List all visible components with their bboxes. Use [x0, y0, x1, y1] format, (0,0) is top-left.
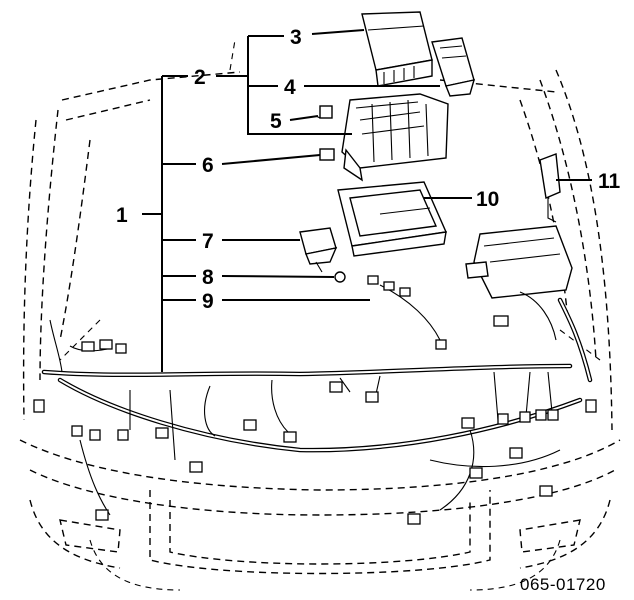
relay [315, 105, 333, 119]
fuse-box-cover [337, 181, 448, 257]
diagram-code: 065-01720 [520, 575, 606, 594]
callout-4: 4 [284, 76, 296, 99]
leader-lines [142, 29, 592, 372]
callout-1: 1 [116, 204, 128, 227]
vehicle-body-outline [19, 39, 621, 591]
callout-7: 7 [202, 230, 214, 253]
harness-clip [334, 271, 346, 283]
control-module [465, 225, 573, 299]
callout-5: 5 [270, 110, 282, 133]
callout-10: 10 [476, 188, 499, 211]
callout-11: 11 [598, 170, 621, 193]
harness-connectors [33, 275, 597, 525]
callout-2: 2 [194, 66, 206, 89]
callout-6: 6 [202, 154, 214, 177]
relay-block-cover [361, 11, 433, 87]
mounting-bracket [539, 153, 561, 223]
connector-assembly [299, 227, 338, 273]
engine-room-junction-block [341, 93, 449, 182]
callout-3: 3 [290, 26, 302, 49]
callout-9: 9 [202, 290, 214, 313]
relay-block [431, 37, 475, 97]
junction-connector [319, 148, 335, 161]
wire-harness [41, 284, 593, 516]
callout-8: 8 [202, 266, 214, 289]
